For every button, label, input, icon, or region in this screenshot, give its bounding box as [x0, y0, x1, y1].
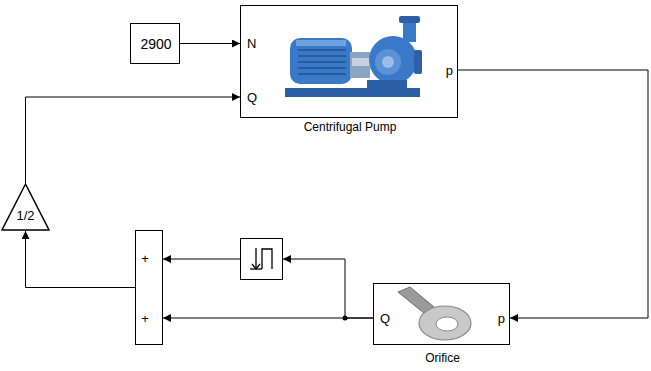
block-label: +: [141, 252, 149, 266]
signal-line: [283, 259, 373, 318]
port-label: N: [247, 37, 256, 51]
rate-transition-block: [240, 238, 283, 280]
block-label: 1/2: [16, 209, 34, 223]
pump-block: NQpCentrifugal Pump: [240, 5, 458, 118]
sum-block: ++: [135, 230, 163, 345]
port-label: Q: [380, 312, 390, 326]
signal-line: [458, 70, 648, 318]
port-label: p: [446, 64, 453, 78]
gain-triangle: 1/2: [1, 183, 50, 231]
port-label: p: [498, 312, 505, 326]
signal-line: [26, 97, 241, 183]
rate-transition-symbol: [250, 248, 272, 269]
block-caption: Centrifugal Pump: [304, 121, 397, 134]
triangle-outline: [1, 183, 50, 231]
block-label: 2900: [140, 37, 171, 52]
port-label: Q: [247, 91, 257, 105]
orifice-block: QpOrifice: [373, 283, 510, 345]
pump-illustration: [285, 16, 422, 97]
signal-line: [180, 43, 240, 44]
signal-line: [163, 318, 373, 319]
block-caption: Orifice: [425, 352, 460, 365]
signal-line: [163, 259, 240, 260]
orifice-plate-illustration: [398, 287, 471, 340]
signal-line: [26, 231, 136, 288]
constant-block: 2900: [130, 23, 180, 64]
block-label: +: [141, 312, 149, 326]
